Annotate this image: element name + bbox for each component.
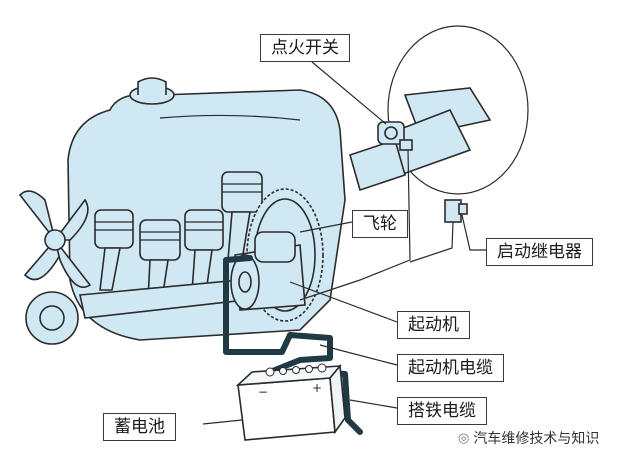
watermark: ◎ 汽车维修技术与知识	[458, 428, 599, 448]
leader-lines	[202, 61, 486, 425]
steering-wheel	[349, 25, 529, 195]
ignition-switch	[377, 121, 413, 151]
battery-minus-mark: −	[258, 385, 268, 399]
label-flywheel: 飞轮	[352, 210, 408, 238]
starter-relay	[444, 199, 468, 223]
crankshaft	[79, 211, 251, 319]
starter-cable	[223, 255, 333, 375]
label-battery: 蓄电池	[103, 413, 176, 441]
crank-pulley	[25, 291, 79, 345]
label-ground-cable: 搭铁电缆	[397, 397, 487, 425]
control-wiring	[299, 149, 454, 301]
battery-plus-mark: +	[312, 381, 322, 395]
watermark-text: 汽车维修技术与知识	[473, 431, 600, 447]
cooling-fan	[18, 190, 92, 288]
battery: − +	[235, 363, 346, 441]
label-starter-cable: 起动机电缆	[397, 354, 504, 382]
label-starter-motor: 起动机	[397, 311, 470, 339]
label-ignition-switch: 点火开关	[260, 34, 350, 62]
label-starter-relay: 启动继电器	[486, 238, 593, 266]
starter-motor	[230, 231, 306, 311]
wechat-icon: ◎	[458, 430, 470, 446]
